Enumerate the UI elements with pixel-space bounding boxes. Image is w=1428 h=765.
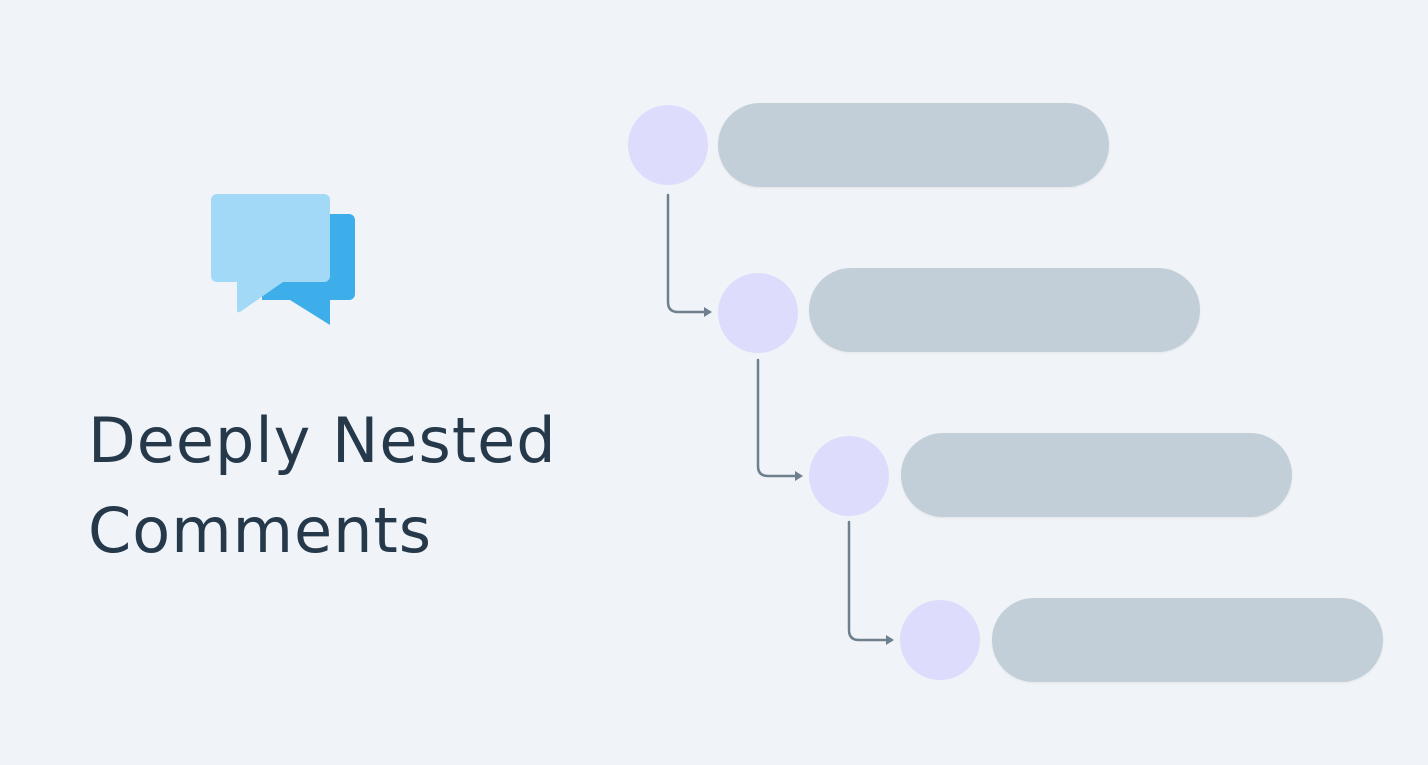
comment-bar-level-2 [809, 268, 1200, 352]
page-title: Deeply Nested Comments [88, 396, 557, 576]
avatar-level-1 [628, 105, 708, 185]
comment-bar-level-1 [718, 103, 1109, 187]
title-line-1: Deeply Nested [88, 404, 557, 477]
title-line-2: Comments [88, 494, 433, 567]
avatar-level-3 [809, 436, 889, 516]
avatar-level-2 [718, 273, 798, 353]
comment-bar-level-4 [992, 598, 1383, 682]
comment-bar-level-3 [901, 433, 1292, 517]
avatar-level-4 [900, 600, 980, 680]
